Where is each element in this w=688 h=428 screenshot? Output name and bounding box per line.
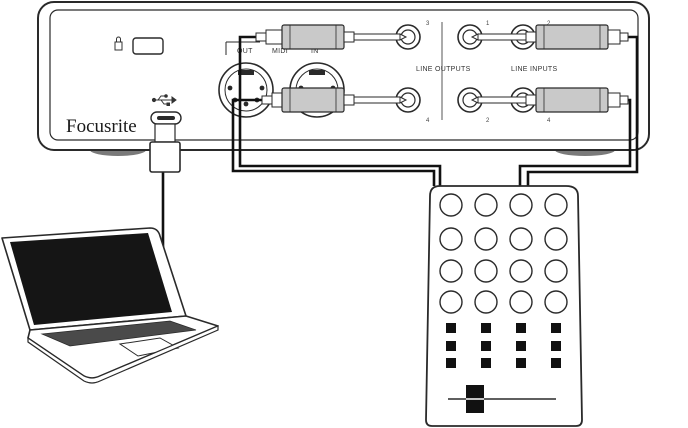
usb-icon bbox=[151, 94, 177, 106]
cable-output-3 bbox=[238, 35, 442, 186]
midi-controller bbox=[425, 185, 583, 427]
controller-buttons bbox=[446, 323, 561, 368]
pad-4-4 bbox=[544, 290, 568, 314]
midi-in-label: IN bbox=[311, 48, 319, 55]
laptop-screen bbox=[10, 233, 172, 325]
pad-2-2 bbox=[474, 227, 498, 251]
pad-1-2 bbox=[474, 193, 498, 217]
line-output-3-number: 3 bbox=[426, 21, 430, 27]
button-2-1 bbox=[446, 341, 456, 351]
midi-label: MIDI bbox=[272, 48, 288, 55]
line-input-3-number: 2 bbox=[547, 21, 551, 27]
kensington-lock-icon bbox=[114, 36, 123, 51]
pad-1-3 bbox=[509, 193, 533, 217]
button-1-4 bbox=[551, 323, 561, 333]
pad-4-2 bbox=[474, 290, 498, 314]
jack-plug-input-4 bbox=[470, 87, 629, 113]
pad-1-1 bbox=[439, 193, 463, 217]
button-2-3 bbox=[516, 341, 526, 351]
button-3-4 bbox=[551, 358, 561, 368]
cable-output-4 bbox=[231, 98, 436, 186]
pad-3-1 bbox=[439, 259, 463, 283]
line-input-2-number: 2 bbox=[486, 118, 490, 124]
cables bbox=[161, 35, 639, 302]
line-outputs-label: LINE OUTPUTS bbox=[416, 66, 471, 73]
pad-4-3 bbox=[509, 290, 533, 314]
line-input-1-number: 1 bbox=[486, 21, 490, 27]
line-output-4-number: 4 bbox=[426, 118, 430, 124]
line-input-4-number: 4 bbox=[547, 118, 551, 124]
jack-plug-input-3 bbox=[470, 24, 629, 50]
pad-2-4 bbox=[544, 227, 568, 251]
pad-1-4 bbox=[544, 193, 568, 217]
jack-plug-output-4 bbox=[261, 87, 408, 113]
laptop-trackpad bbox=[118, 337, 180, 357]
midi-out-label: OUT bbox=[237, 48, 253, 55]
midi-out-socket bbox=[218, 62, 274, 118]
button-1-2 bbox=[481, 323, 491, 333]
kensington-slot bbox=[132, 37, 164, 55]
button-2-4 bbox=[551, 341, 561, 351]
usb-plug bbox=[149, 123, 181, 173]
controller-body bbox=[425, 185, 583, 427]
button-1-3 bbox=[516, 323, 526, 333]
pad-3-4 bbox=[544, 259, 568, 283]
button-3-3 bbox=[516, 358, 526, 368]
line-inputs-label: LINE INPUTS bbox=[511, 66, 558, 73]
pad-3-2 bbox=[474, 259, 498, 283]
crossfader bbox=[448, 385, 556, 413]
button-3-2 bbox=[481, 358, 491, 368]
line-output-4-jack bbox=[395, 87, 421, 113]
pad-4-1 bbox=[439, 290, 463, 314]
laptop-keyboard bbox=[40, 320, 197, 347]
pad-2-1 bbox=[439, 227, 463, 251]
laptop bbox=[1, 227, 219, 384]
button-2-2 bbox=[481, 341, 491, 351]
pad-3-3 bbox=[509, 259, 533, 283]
jack-plug-output-3 bbox=[255, 24, 408, 50]
controller-pads bbox=[439, 193, 568, 314]
brand-logo: Focusrite bbox=[66, 116, 137, 137]
cable-input-3 bbox=[526, 35, 639, 186]
button-3-1 bbox=[446, 358, 456, 368]
pad-2-3 bbox=[509, 227, 533, 251]
cable-input-4 bbox=[518, 98, 632, 186]
button-1-1 bbox=[446, 323, 456, 333]
